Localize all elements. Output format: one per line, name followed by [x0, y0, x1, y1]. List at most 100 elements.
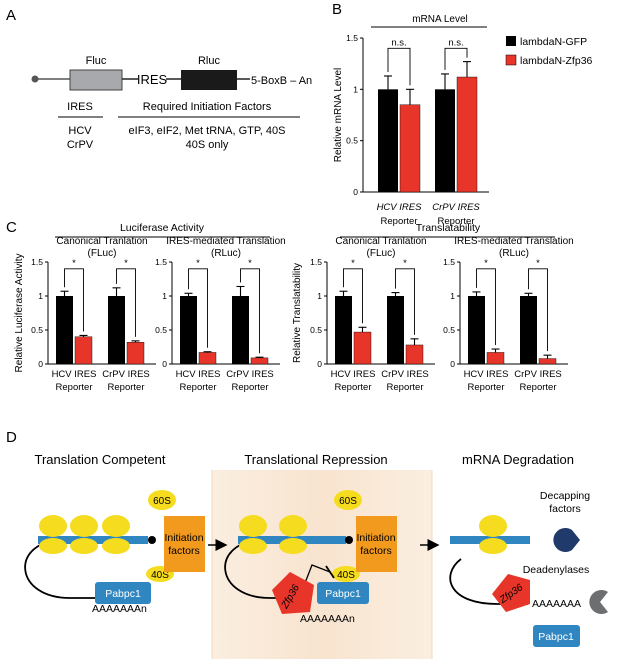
category-label: Reporter [438, 216, 475, 227]
pabpc1-box [533, 625, 580, 647]
bar-zfp36 [405, 344, 424, 365]
legend-gfp-label: lambdaN-GFP [520, 36, 587, 48]
legend: lambdaN-GFP lambdaN-Zfp36 [505, 36, 593, 67]
chart-title: IRES-mediated Translation [454, 236, 574, 247]
chart-title: Canonical Tranlation [335, 236, 426, 247]
y-tick-label: 1.5 [31, 257, 43, 267]
category-label: HCV IRES [176, 369, 221, 380]
significance-label: * [484, 258, 488, 269]
y-tick-label: 0 [162, 359, 167, 369]
significance-label: * [72, 258, 76, 269]
ribosome [239, 515, 267, 554]
poly-a-short-label: AAAAAAA [532, 598, 581, 610]
ribosome [479, 515, 507, 554]
bar-gfp [387, 296, 404, 364]
initiation-label-1: Initiation [356, 532, 395, 544]
y-tick-label: 0 [353, 187, 358, 197]
ires-label: IRES [137, 72, 168, 87]
category-label: Reporter [468, 382, 505, 393]
chart-title: Canonical Tranlation [56, 236, 147, 247]
category-label: Reporter [180, 382, 217, 393]
stage-title-competent: Translation Competent [34, 452, 165, 467]
significance-bracket [188, 268, 208, 348]
stage-mrna-degradation: Decapping factors Deadenylases Zfp36 AAA… [449, 490, 608, 647]
category-label: Reporter [387, 382, 424, 393]
significance-bracket [387, 47, 411, 86]
deadenylase-shape [589, 590, 608, 615]
initiation-label-2: factors [360, 545, 392, 557]
start-codon-dot [148, 536, 156, 544]
initiation-label-1: Initiation [164, 532, 203, 544]
significance-label: * [536, 258, 540, 269]
y-tick-label: 0 [38, 359, 43, 369]
y-tick-label: 1 [38, 291, 43, 301]
y-axis-label: Relative Luciferase Activity [14, 254, 25, 373]
ribosome [279, 515, 307, 554]
bar-zfp36 [353, 331, 372, 365]
category-label: Reporter [520, 382, 557, 393]
decapping-label-1: Decapping [540, 490, 590, 502]
bar-gfp [378, 89, 398, 192]
chart-subtitle: (RLuc) [499, 248, 529, 259]
table-row-ires: CrPV [67, 139, 94, 151]
y-tick-label: 1 [317, 291, 322, 301]
significance-label: * [248, 258, 252, 269]
pabpc1-box [317, 582, 369, 604]
panel-label-a: A [6, 7, 16, 24]
label-60s: 60S [153, 496, 171, 507]
label-60s: 60S [339, 496, 357, 507]
significance-label: * [351, 258, 355, 269]
bar-zfp36 [456, 76, 478, 193]
chart-subtitle: (FLuc) [88, 248, 117, 259]
category-label: CrPV IRES [226, 369, 274, 380]
panel-a-construct: Fluc IRES Rluc 5-BoxB – An [31, 55, 312, 91]
significance-label: * [403, 258, 407, 269]
rluc-label: Rluc [198, 55, 221, 67]
y-tick-label: 1.5 [443, 257, 455, 267]
zfp36-protein [272, 572, 314, 614]
y-tick-label: 1.5 [346, 33, 358, 43]
poly-a-label: AAAAAAAn [92, 603, 147, 615]
bar-zfp36 [198, 352, 217, 365]
initiation-label-2: factors [168, 545, 200, 557]
y-tick-label: 0 [450, 359, 455, 369]
bar-gfp [108, 296, 125, 364]
label-40s: 40S [151, 570, 169, 581]
table-row-factors: 40S only [186, 139, 229, 151]
group-title-luciferase: Luciferase Activity [120, 222, 205, 234]
pabpc1-box [95, 582, 151, 604]
significance-bracket [64, 268, 84, 332]
bar-zfp36 [74, 336, 93, 365]
table-header-factors: Required Initiation Factors [143, 101, 272, 113]
mrna-tail-curve [449, 558, 528, 605]
repression-shade [212, 470, 432, 659]
bar-gfp [56, 296, 73, 364]
tail-label: 5-BoxB – An [251, 75, 312, 87]
cap-dot [31, 75, 39, 83]
pabpc1-label: Pabpc1 [538, 631, 574, 643]
category-label: Reporter [232, 382, 269, 393]
bar-gfp [468, 296, 485, 364]
table-row-factors: eIF3, eIF2, Met tRNA, GTP, 40S [129, 125, 286, 137]
y-tick-label: 0 [317, 359, 322, 369]
y-tick-label: 1 [353, 84, 358, 94]
y-tick-label: 0.5 [346, 136, 358, 146]
bar-gfp [180, 296, 197, 364]
ribosome [102, 515, 130, 554]
y-tick-label: 0.5 [310, 325, 322, 335]
significance-bracket [343, 268, 363, 324]
significance-bracket [395, 268, 415, 335]
bar-zfp36 [486, 352, 505, 365]
ribosome [39, 515, 67, 554]
rluc-box [181, 70, 237, 90]
category-label: Reporter [56, 382, 93, 393]
bar-zfp36 [538, 358, 557, 365]
ribosome-60s [334, 490, 362, 510]
category-label: HCV IRES [52, 369, 97, 380]
category-label: Reporter [335, 382, 372, 393]
